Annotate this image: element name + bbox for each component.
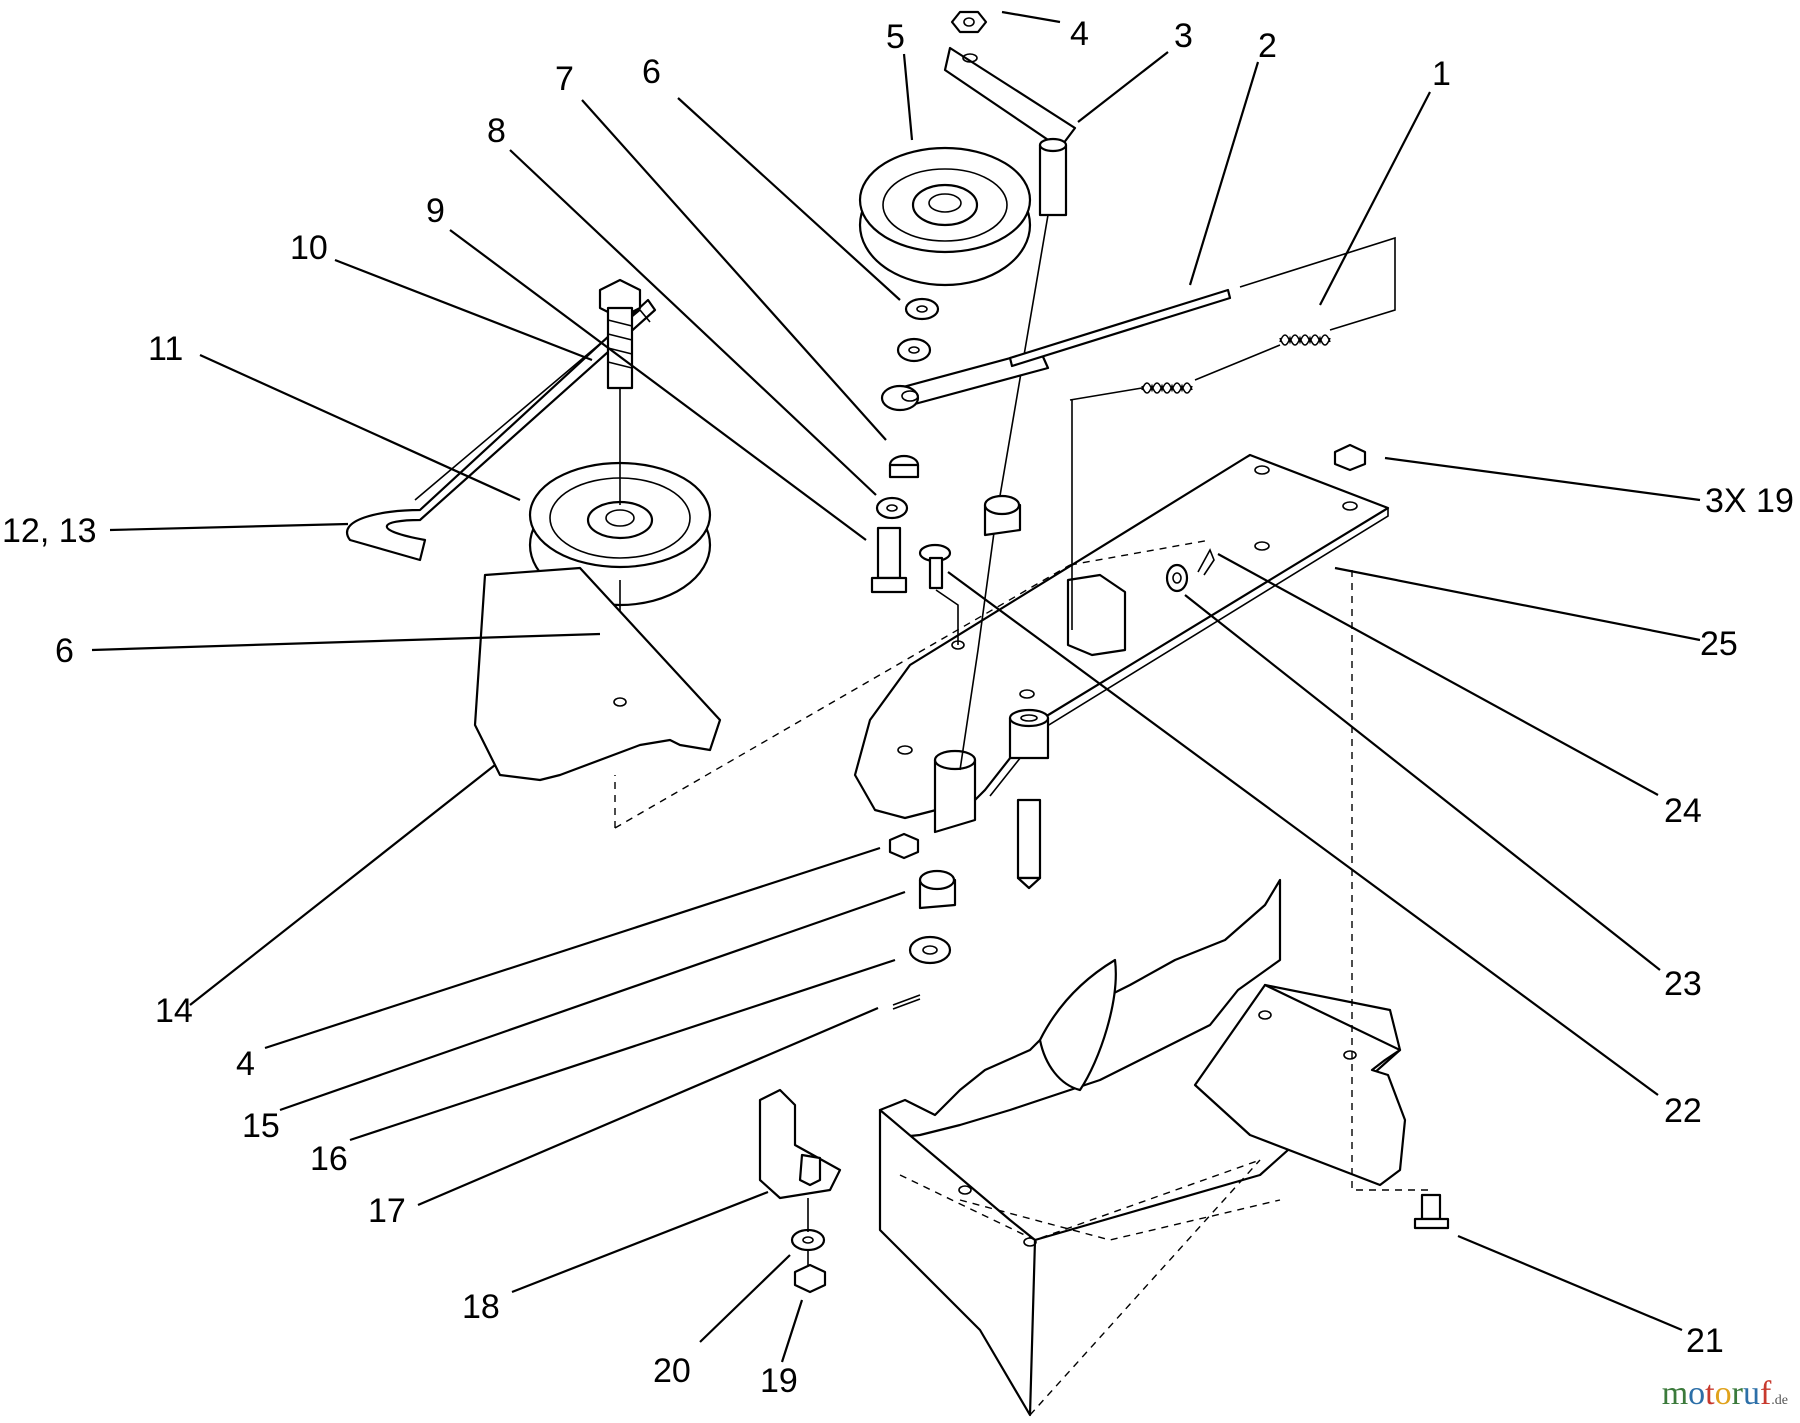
spacer-7 bbox=[888, 454, 920, 479]
bushing bbox=[983, 494, 1022, 537]
watermark-logo: motoruf.de bbox=[1662, 1375, 1788, 1413]
spring-right bbox=[1279, 334, 1331, 346]
callout-labels: 1 2 3 4 5 6 7 8 9 10 11 12, 13 6 3X 19 2… bbox=[2, 15, 1794, 1400]
callout-20: 20 bbox=[653, 1352, 691, 1390]
clip-24 bbox=[1197, 548, 1215, 576]
callout-4-top: 4 bbox=[1070, 15, 1089, 53]
callout-18: 18 bbox=[462, 1288, 500, 1326]
callout-17: 17 bbox=[368, 1192, 406, 1230]
bolt-9 bbox=[870, 526, 908, 594]
bolt-10 bbox=[598, 278, 642, 390]
callout-1: 1 bbox=[1432, 55, 1451, 93]
bracket-18 bbox=[758, 1088, 842, 1200]
leader-lines bbox=[91, 10, 1701, 1363]
wm-suffix: .de bbox=[1771, 1393, 1788, 1408]
nut-19 bbox=[793, 1263, 827, 1294]
plate-post bbox=[1008, 708, 1050, 760]
wm-letter: u bbox=[1742, 1375, 1760, 1412]
idler-pulley-top bbox=[858, 146, 1032, 287]
callout-3: 3 bbox=[1174, 17, 1193, 55]
washer-top-2 bbox=[896, 337, 932, 363]
wm-letter: o bbox=[1688, 1375, 1706, 1412]
callout-6-top: 6 bbox=[642, 53, 661, 91]
washer-16 bbox=[908, 935, 952, 965]
callout-4-lower: 4 bbox=[236, 1045, 255, 1083]
wm-letter: t bbox=[1705, 1375, 1715, 1412]
washer-23 bbox=[1165, 563, 1189, 593]
callout-9: 9 bbox=[426, 192, 445, 230]
idler-plate-14 bbox=[473, 566, 722, 782]
callout-12-13: 12, 13 bbox=[2, 512, 97, 550]
callout-19: 19 bbox=[760, 1362, 798, 1400]
callout-8: 8 bbox=[487, 112, 506, 150]
callout-24: 24 bbox=[1664, 792, 1702, 830]
callout-6-left: 6 bbox=[55, 632, 74, 670]
wm-letter: o bbox=[1714, 1375, 1732, 1412]
wm-letter: m bbox=[1661, 1375, 1689, 1412]
callout-2: 2 bbox=[1258, 27, 1277, 65]
nut-4-lower bbox=[888, 832, 920, 860]
nut-top bbox=[950, 10, 988, 34]
belt bbox=[346, 298, 657, 562]
callout-21: 21 bbox=[1686, 1322, 1724, 1360]
angle-bracket bbox=[1066, 573, 1127, 657]
callout-23: 23 bbox=[1664, 965, 1702, 1003]
carriage-bolt-22 bbox=[918, 543, 965, 650]
washer-8 bbox=[875, 496, 909, 520]
callout-3x19: 3X 19 bbox=[1705, 482, 1794, 520]
callout-15: 15 bbox=[242, 1107, 280, 1145]
callout-22: 22 bbox=[1664, 1092, 1702, 1130]
spring-left bbox=[1141, 382, 1193, 394]
bolt-21 bbox=[1413, 1193, 1450, 1230]
wm-letter: r bbox=[1731, 1375, 1743, 1412]
washer-20 bbox=[790, 1228, 826, 1252]
callout-14: 14 bbox=[155, 992, 193, 1030]
callout-11: 11 bbox=[148, 330, 183, 368]
callout-16: 16 bbox=[310, 1140, 348, 1178]
lower-shroud bbox=[878, 878, 1407, 1417]
bushing-15 bbox=[918, 869, 957, 910]
idler-arm bbox=[943, 46, 1077, 217]
callout-5: 5 bbox=[886, 18, 905, 56]
callout-25: 25 bbox=[1700, 625, 1738, 663]
callout-7: 7 bbox=[555, 60, 574, 98]
plate-boss-tube bbox=[933, 749, 977, 834]
cotter-pin-17 bbox=[892, 994, 921, 1010]
callout-10: 10 bbox=[290, 229, 328, 267]
washer-6-top bbox=[904, 297, 940, 321]
pivot-pin bbox=[1016, 798, 1042, 890]
wm-letter: f bbox=[1759, 1375, 1772, 1412]
link-rod bbox=[880, 236, 1396, 412]
nut-3x19-right bbox=[1333, 443, 1367, 472]
